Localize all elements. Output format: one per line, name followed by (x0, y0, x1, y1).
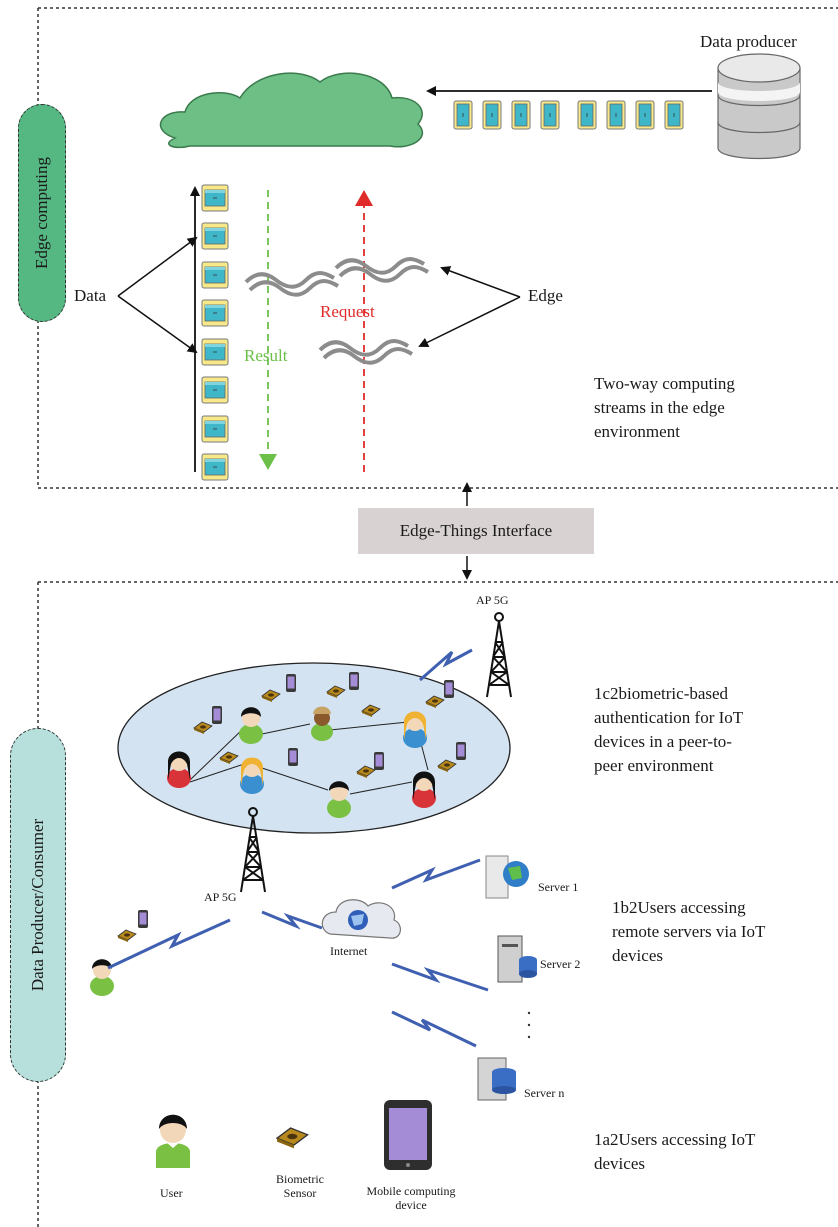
database-icon (717, 53, 801, 160)
data-label: Data (74, 286, 107, 305)
data-producer-consumer-pill: Data Producer/Consumer (10, 728, 66, 1082)
edge-things-interface-label: Edge-Things Interface (399, 521, 553, 540)
cloud-shape (159, 72, 424, 149)
data-producer-label: Data producer (700, 32, 797, 51)
server-1-label: Server 1 (538, 880, 579, 894)
legend-sensor-label: Biometric Sensor (276, 1172, 324, 1200)
server-2-icon (497, 935, 537, 983)
ap-left-label: AP 5G (204, 890, 237, 904)
ap-tower-top (486, 612, 512, 698)
server-2-label: Server 2 (540, 957, 581, 971)
edge-computing-label: Edge computing (32, 157, 51, 269)
data-producer-consumer-label: Data Producer/Consumer (28, 818, 48, 992)
server-1-icon (485, 855, 529, 899)
edge-things-interface-box: Edge-Things Interface (358, 508, 594, 554)
server-n-icon (477, 1057, 516, 1101)
p2p-users (167, 706, 436, 818)
data-packets-row (453, 100, 684, 130)
data-packets-column (201, 184, 229, 481)
legend-mobile-label: Mobile computing device (366, 1184, 456, 1212)
server-ellipsis-dots (527, 1011, 531, 1039)
ap-top-label: AP 5G (476, 593, 509, 607)
request-label: Request (320, 302, 375, 321)
server-n-label: Server n (524, 1086, 565, 1100)
remote-description: 1b2Users accessing remote servers via Io… (612, 898, 766, 965)
iot-description: 1a2Users accessing IoT devices (594, 1130, 756, 1173)
legend-sensor-icon (275, 1127, 309, 1149)
internet-cloud-icon (321, 899, 401, 939)
edge-label: Edge (528, 286, 563, 305)
p2p-ellipse (117, 662, 511, 834)
result-label: Result (244, 346, 288, 365)
legend-user-label: User (160, 1186, 183, 1200)
legend-user-icon (156, 1114, 190, 1168)
edge-description: Two-way computing streams in the edge en… (594, 374, 735, 441)
legend-mobile-icon (384, 1100, 432, 1170)
user-remote (90, 959, 114, 996)
edge-computing-pill: Edge computing (18, 104, 66, 322)
p2p-description: 1c2biometric-based authentication for Io… (594, 684, 744, 775)
internet-label: Internet (330, 944, 368, 958)
